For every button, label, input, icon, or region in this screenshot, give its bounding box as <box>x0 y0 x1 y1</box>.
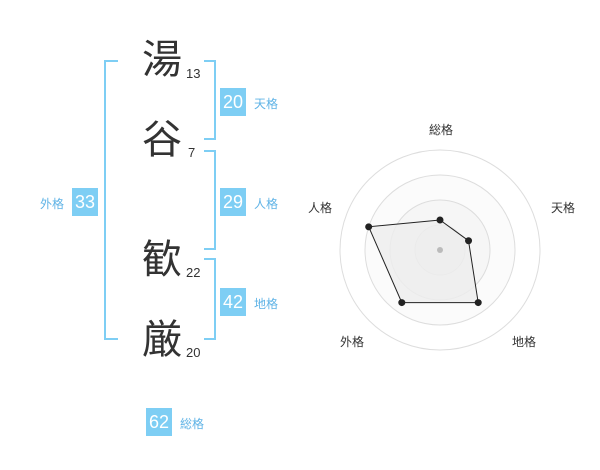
gaikaku-value-badge: 33 <box>72 188 98 216</box>
name-char-3: 歓 <box>142 237 182 283</box>
chikaku-value-badge: 42 <box>220 288 246 316</box>
axis-label-gaikaku: 外格 <box>340 334 364 349</box>
axis-label-soukaku: 総格 <box>429 122 453 137</box>
stroke-count-1: 13 <box>186 66 201 81</box>
radar-point-4 <box>365 223 373 231</box>
name-char-2: 谷 <box>142 117 182 163</box>
tenkaku-value-badge: 20 <box>220 88 246 116</box>
soukaku-label: 総格 <box>180 417 205 431</box>
chikaku-bracket <box>204 258 216 340</box>
radar-point-3 <box>398 299 406 307</box>
tenkaku-label: 天格 <box>254 97 279 111</box>
name-char-1: 湯 <box>142 37 182 83</box>
radar-data-polygon <box>367 219 479 304</box>
name-char-4: 厳 <box>142 317 182 363</box>
gaikaku-label: 外格 <box>40 197 65 211</box>
radar-point-2 <box>474 299 482 307</box>
radar-center-dot <box>437 247 443 253</box>
stroke-count-2: 7 <box>188 145 196 160</box>
tenkaku-bracket <box>204 60 216 140</box>
axis-label-jinkaku: 人格 <box>308 200 332 215</box>
axis-label-tenkaku: 天格 <box>551 200 575 215</box>
jinkaku-bracket <box>204 150 216 250</box>
soukaku-value-badge: 62 <box>146 408 172 436</box>
stroke-count-3: 22 <box>186 265 201 280</box>
chikaku-label: 地格 <box>254 297 279 311</box>
axis-label-chikaku: 地格 <box>512 334 536 349</box>
jinkaku-label: 人格 <box>254 197 279 211</box>
radar-point-1 <box>465 237 473 245</box>
radar-point-0 <box>436 216 444 224</box>
gaikaku-bracket <box>104 60 118 340</box>
jinkaku-value-badge: 29 <box>220 188 246 216</box>
stroke-count-4: 20 <box>186 345 201 360</box>
